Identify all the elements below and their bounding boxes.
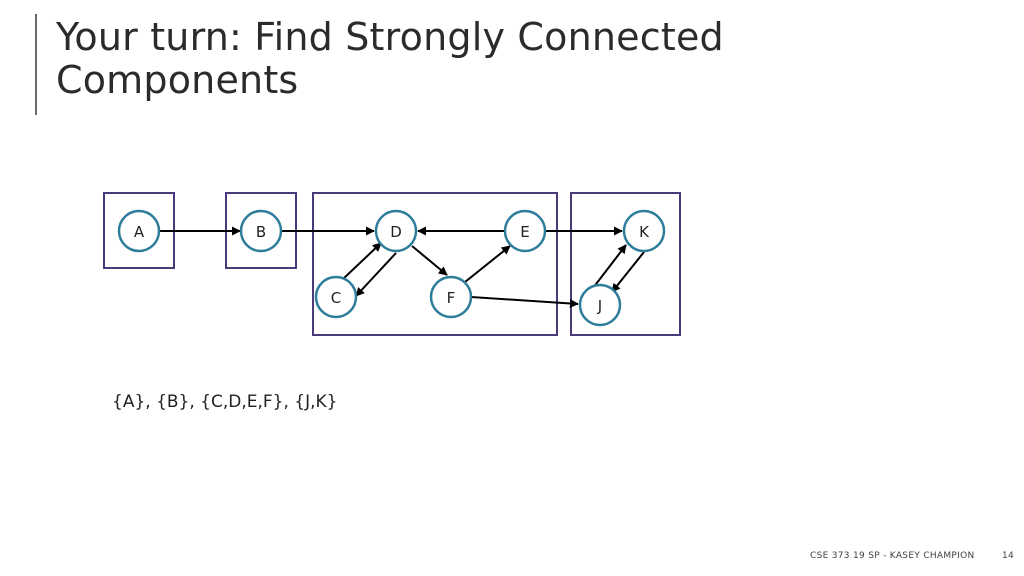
component-box-jk — [570, 192, 681, 336]
slide-title-line-2: Components — [56, 58, 299, 102]
node-k: K — [622, 209, 666, 253]
component-box-cdef — [312, 192, 558, 336]
node-j: J — [578, 283, 622, 327]
node-a-label: A — [134, 223, 145, 241]
edge-j-to-k — [592, 244, 627, 289]
edge-f-to-j — [470, 296, 579, 308]
node-f-label: F — [447, 289, 456, 307]
node-d: D — [374, 209, 418, 253]
scc-answer-text: {A}, {B}, {C,D,E,F}, {J,K} — [112, 392, 338, 412]
edge-c-to-d — [342, 242, 382, 280]
node-d-label: D — [390, 223, 402, 241]
slide-title: Your turn: Find Strongly Connected Compo… — [56, 16, 816, 102]
edge-d-to-f — [411, 245, 448, 276]
slide-title-line-1: Your turn: Find Strongly Connected — [56, 15, 724, 59]
edge-f-to-e — [464, 245, 511, 283]
node-b: B — [239, 209, 283, 253]
edge-k-to-j — [611, 251, 645, 293]
footer-course-label: CSE 373 19 SP - KASEY CHAMPION — [810, 551, 975, 561]
footer-page-number: 14 — [1002, 551, 1015, 561]
node-c-label: C — [331, 289, 341, 307]
node-e: E — [503, 209, 547, 253]
edge-d-to-c — [355, 252, 397, 297]
node-a: A — [117, 209, 161, 253]
title-accent-bar — [35, 14, 37, 115]
node-c: C — [314, 275, 358, 319]
node-e-label: E — [520, 223, 529, 241]
node-b-label: B — [256, 223, 266, 241]
node-f: F — [429, 275, 473, 319]
node-j-label: J — [597, 297, 602, 315]
node-k-label: K — [639, 223, 650, 241]
